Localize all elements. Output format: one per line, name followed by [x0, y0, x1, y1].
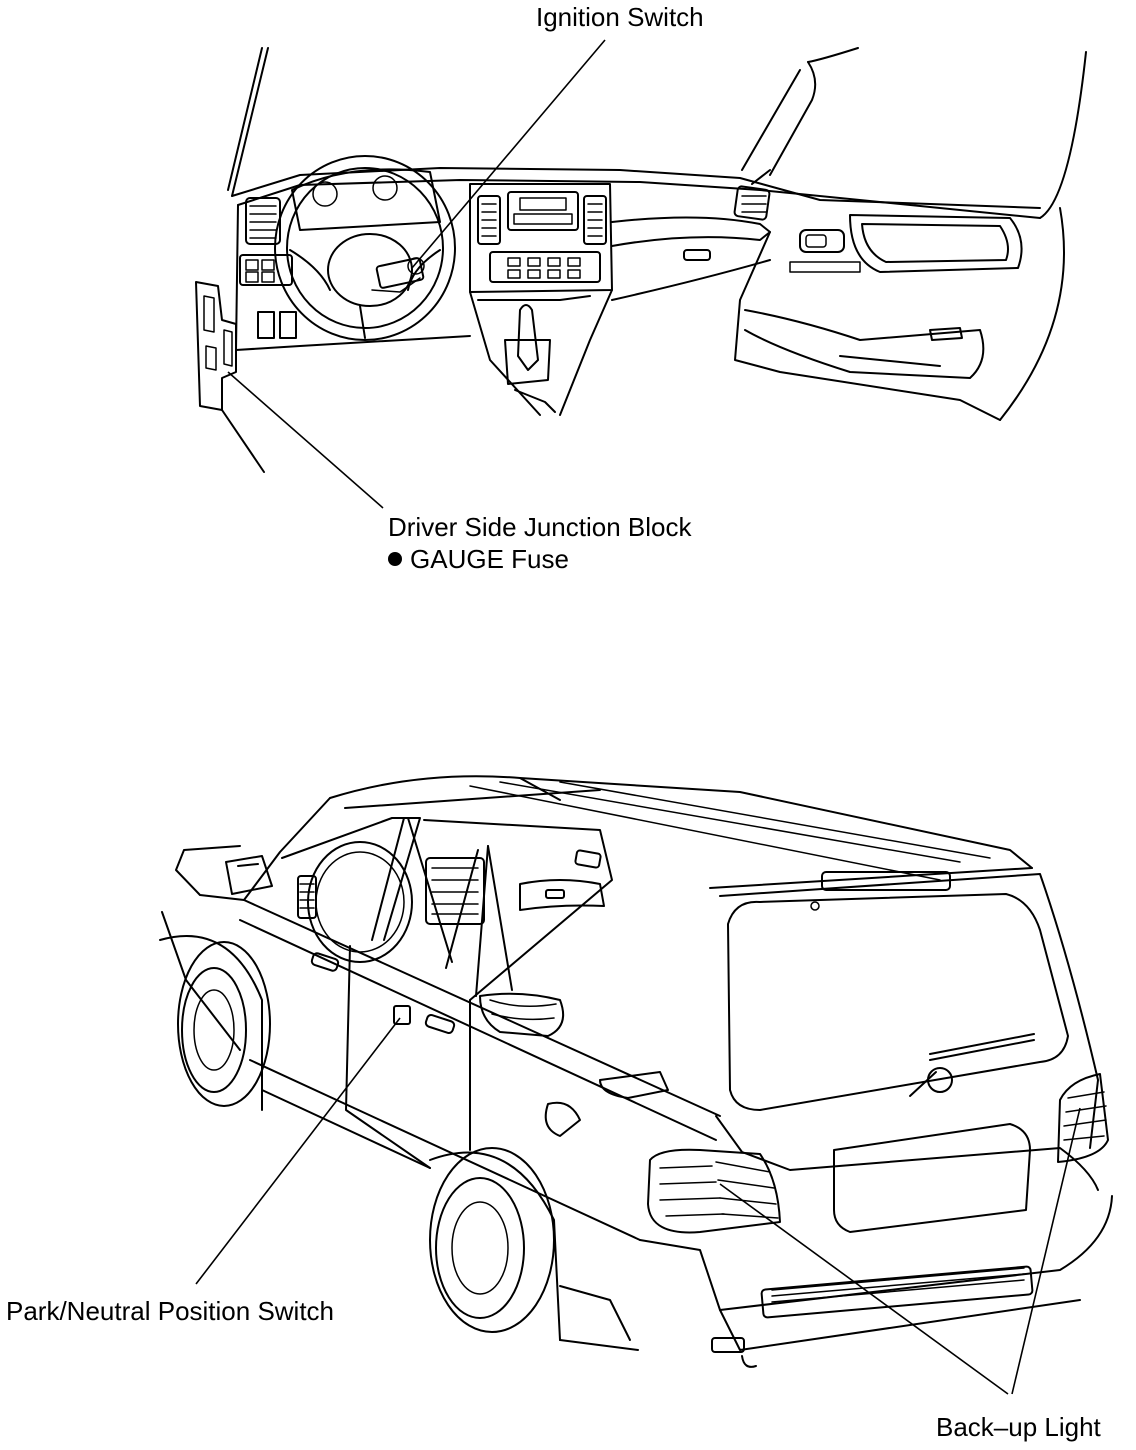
label-back-up-light: Back–up Light [936, 1412, 1101, 1442]
gauge-fuse-text: GAUGE Fuse [410, 544, 569, 574]
label-ignition-switch: Ignition Switch [536, 2, 704, 32]
leader-park-neutral-switch [195, 1017, 401, 1285]
vehicle-illustration [159, 775, 1113, 1368]
bullet-icon [388, 552, 402, 566]
dashboard-illustration [195, 47, 1087, 473]
label-driver-side-junction-block: Driver Side Junction Block [388, 512, 692, 542]
label-gauge-fuse: GAUGE Fuse [388, 544, 569, 574]
leader-ignition-switch [411, 39, 606, 269]
label-park-neutral-position-switch: Park/Neutral Position Switch [6, 1296, 335, 1326]
leader-back-up-light-right [1011, 1107, 1081, 1395]
leader-back-up-light-left [719, 1183, 1009, 1395]
leader-junction-block [227, 371, 384, 509]
leader-lines [195, 39, 1081, 1395]
